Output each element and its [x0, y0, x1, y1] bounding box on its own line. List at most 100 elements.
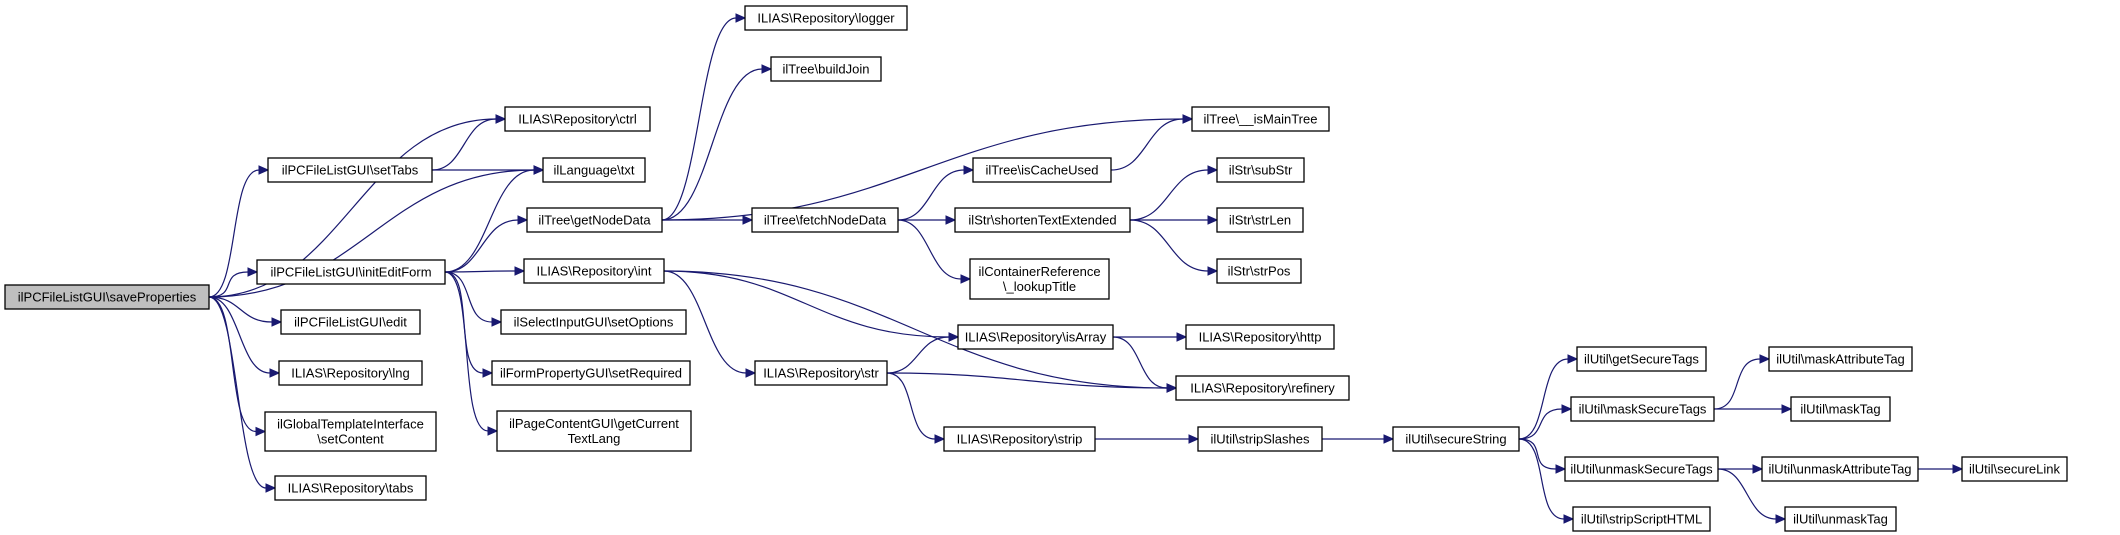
node-box	[496, 410, 692, 452]
node-unmask-attribute-tag[interactable]: ilUtil\unmaskAttributeTag	[1761, 456, 1919, 482]
node-label: ILIAS\Repository\tabs	[288, 481, 414, 496]
node-strip-script-html[interactable]: ilUtil\stripScriptHTML	[1572, 506, 1711, 532]
edge-line	[444, 271, 493, 323]
edge-fetch-node-data-to-lookup-title	[897, 219, 972, 284]
node-mask-secure-tags[interactable]: ilUtil\maskSecureTags	[1570, 396, 1715, 422]
node-get-secure-tags[interactable]: ilUtil\getSecureTags	[1576, 346, 1707, 372]
node-ctrl[interactable]: ILIAS\Repository\ctrl	[504, 106, 651, 132]
edge-line	[1129, 169, 1209, 221]
node-http[interactable]: ILIAS\Repository\http	[1185, 324, 1335, 350]
node-box	[770, 56, 882, 82]
arrowhead-icon	[934, 434, 946, 444]
node-box	[1768, 346, 1913, 372]
edge-line	[886, 372, 1168, 389]
node-secure-string[interactable]: ilUtil\secureString	[1392, 426, 1520, 452]
node-set-options[interactable]: ilSelectInputGUI\setOptions	[500, 309, 687, 335]
node-shorten-text-extended[interactable]: ilStr\shortenTextExtended	[954, 207, 1131, 233]
node-secure-link[interactable]: ilUtil\secureLink	[1961, 456, 2068, 482]
node-mask-attribute-tag[interactable]: ilUtil\maskAttributeTag	[1768, 346, 1913, 372]
arrowhead-icon	[1561, 404, 1573, 414]
edge-line	[1129, 219, 1209, 272]
node-logger[interactable]: ILIAS\Repository\logger	[744, 5, 908, 31]
node-label: ilUtil\maskSecureTags	[1579, 402, 1707, 417]
node-box	[504, 106, 651, 132]
edge-line	[208, 296, 273, 323]
edge-line	[208, 169, 535, 298]
node-label: ILIAS\Repository\strip	[957, 432, 1083, 447]
node-label: ilUtil\secureLink	[1969, 462, 2061, 477]
edge-save-properties-to-lng	[208, 296, 281, 378]
node-box	[526, 207, 663, 233]
node-box	[523, 258, 665, 284]
edge-init-edit-form-to-int	[444, 266, 526, 276]
edge-line	[1518, 438, 1565, 520]
edge-get-node-data-to-fetch-node-data	[662, 215, 754, 225]
node-mask-tag[interactable]: ilUtil\maskTag	[1790, 396, 1891, 422]
edge-strip-slashes-to-secure-string	[1322, 434, 1395, 444]
node-txt[interactable]: ilLanguage\txt	[542, 157, 646, 183]
node-set-tabs[interactable]: ilPCFileListGUI\setTabs	[267, 157, 433, 183]
arrowhead-icon	[533, 165, 545, 175]
node-box	[754, 360, 888, 386]
edge-line	[663, 270, 747, 374]
node-set-content[interactable]: ilGlobalTemplateInterface\setContent	[264, 411, 437, 452]
edge-get-node-data-to-logger	[661, 13, 747, 221]
node-sub-str[interactable]: ilStr\subStr	[1216, 157, 1305, 183]
edge-save-properties-to-set-content	[208, 296, 267, 437]
edge-str-to-strip	[886, 372, 946, 444]
edge-line	[886, 372, 936, 440]
node-label: ilStr\subStr	[1229, 163, 1293, 178]
node-unmask-secure-tags[interactable]: ilUtil\unmaskSecureTags	[1564, 456, 1719, 482]
node-is-main-tree[interactable]: ilTree\__isMainTree	[1191, 106, 1330, 132]
node-str-len[interactable]: ilStr\strLen	[1216, 207, 1304, 233]
edge-set-tabs-to-txt	[432, 165, 545, 175]
arrowhead-icon	[745, 368, 757, 378]
node-build-join[interactable]: ilTree\buildJoin	[770, 56, 882, 82]
node-str[interactable]: ILIAS\Repository\str	[754, 360, 888, 386]
node-strip[interactable]: ILIAS\Repository\strip	[943, 426, 1096, 452]
edge-save-properties-to-tabs	[208, 296, 277, 493]
edge-unmask-attribute-tag-to-secure-link	[1918, 464, 1964, 474]
node-box	[969, 258, 1110, 300]
edge-line	[208, 296, 257, 433]
node-is-array[interactable]: ILIAS\Repository\isArray	[957, 324, 1114, 350]
node-int[interactable]: ILIAS\Repository\int	[523, 258, 665, 284]
node-get-node-data[interactable]: ilTree\getNodeData	[526, 207, 663, 233]
node-label: ILIAS\Repository\str	[763, 366, 879, 381]
node-unmask-tag[interactable]: ilUtil\unmaskTag	[1784, 506, 1897, 532]
node-lookup-title[interactable]: ilContainerReference\_lookupTitle	[969, 258, 1110, 300]
node-is-cache-used[interactable]: ilTree\isCacheUsed	[972, 157, 1112, 183]
arrowhead-icon	[761, 64, 773, 74]
arrowhead-icon	[265, 483, 277, 493]
arrowhead-icon	[1182, 114, 1194, 124]
arrowhead-icon	[1555, 464, 1567, 474]
arrowhead-icon	[1752, 464, 1764, 474]
node-label: ilPageContentGUI\getCurrent	[509, 416, 679, 431]
arrowhead-icon	[258, 165, 270, 175]
node-box	[4, 284, 210, 310]
edge-secure-string-to-strip-script-html	[1518, 438, 1575, 524]
node-lng[interactable]: ILIAS\Repository\lng	[278, 360, 423, 386]
arrowhead-icon	[1759, 354, 1771, 364]
node-tabs[interactable]: ILIAS\Repository\tabs	[274, 475, 427, 501]
node-strip-slashes[interactable]: ilUtil\stripSlashes	[1197, 426, 1323, 452]
node-label: TextLang	[568, 431, 621, 446]
node-refinery[interactable]: ILIAS\Repository\refinery	[1175, 375, 1350, 401]
node-edit[interactable]: ilPCFileListGUI\edit	[280, 309, 421, 335]
root-node-save-properties[interactable]: ilPCFileListGUI\saveProperties	[4, 284, 210, 310]
node-init-edit-form[interactable]: ilPCFileListGUI\initEditForm	[256, 259, 446, 285]
edge-line	[208, 296, 267, 489]
node-fetch-node-data[interactable]: ilTree\fetchNodeData	[751, 207, 899, 233]
node-set-required[interactable]: ilFormPropertyGUI\setRequired	[491, 360, 691, 386]
node-label: ilTree\getNodeData	[538, 213, 651, 228]
arrowhead-icon	[1383, 434, 1395, 444]
node-label: ilUtil\unmaskSecureTags	[1570, 462, 1713, 477]
edge-init-edit-form-to-set-required	[444, 271, 494, 378]
node-box	[274, 475, 427, 501]
node-str-pos[interactable]: ilStr\strPos	[1216, 258, 1302, 284]
node-box	[943, 426, 1096, 452]
arrowhead-icon	[1952, 464, 1964, 474]
edge-mask-secure-tags-to-mask-attribute-tag	[1713, 354, 1771, 410]
arrowhead-icon	[495, 114, 507, 124]
